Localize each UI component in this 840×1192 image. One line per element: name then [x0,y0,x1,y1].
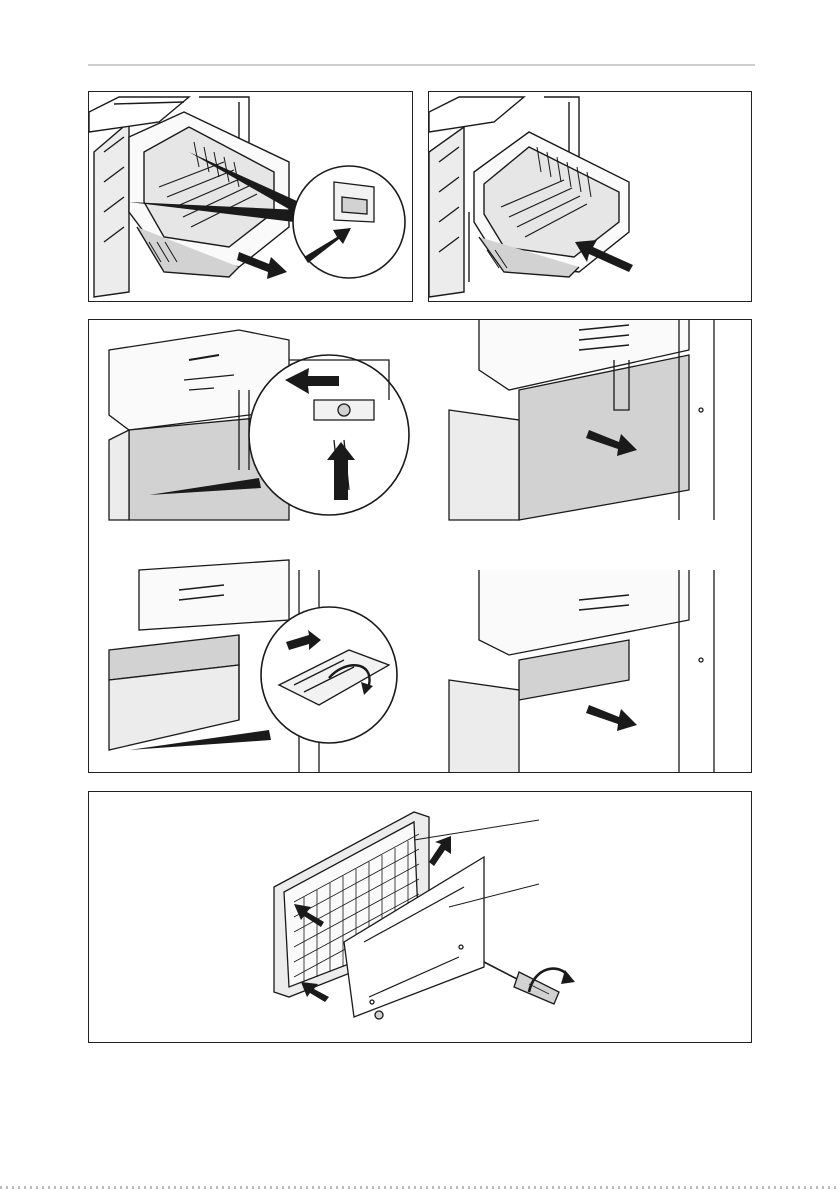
figure-filter-cover [88,791,752,1043]
arrow-icon [237,252,287,279]
cover-removal-illustration [89,320,752,773]
figure-drawer-release [88,91,413,302]
arrow-icon [301,982,329,1002]
arrow-icon [429,836,451,866]
figure-cover-removal [88,319,752,773]
drawer-insert-illustration [429,92,752,302]
filter-cover-illustration [89,792,752,1043]
drawer-release-illustration [89,92,413,302]
footer-edge [0,1186,840,1189]
arrow-icon [586,705,637,731]
header-rule [88,64,755,66]
screwdriver-icon [484,962,519,980]
figure-drawer-insert [428,91,752,302]
